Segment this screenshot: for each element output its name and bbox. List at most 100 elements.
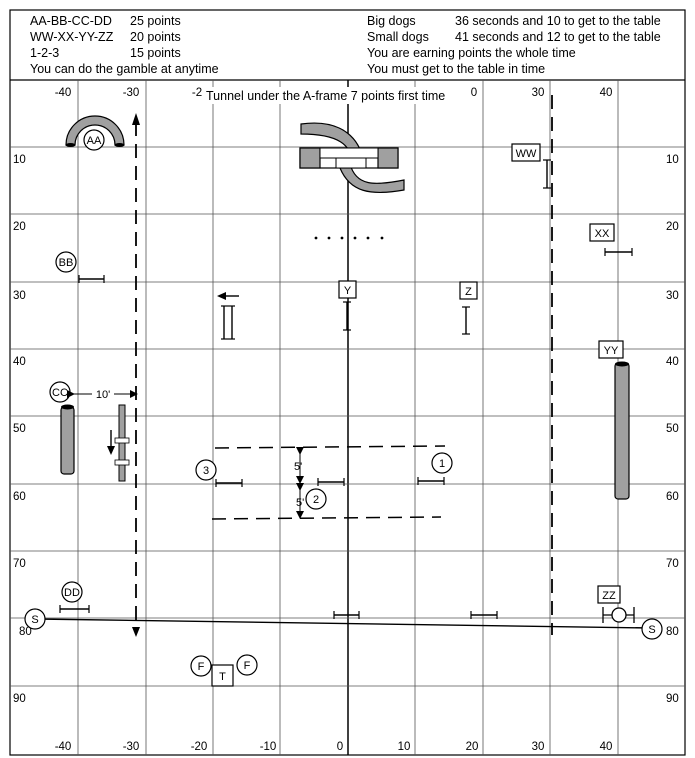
y-tick-label: 70 [666, 558, 679, 570]
marker-y [338, 280, 357, 299]
marker-zz-label: ZZ [602, 590, 616, 602]
marker-ww [511, 143, 541, 162]
pipe-tunnel-cc [60, 406, 75, 475]
x-tick-label: -40 [55, 741, 72, 753]
y-tick-label: 10 [13, 154, 26, 166]
dimension-10ft: 10' [96, 389, 110, 401]
rule-name: 1-2-3 [30, 46, 59, 60]
axis-top-labels: -40 -30 -2 0 30 40 [55, 87, 613, 99]
rule-note: You can do the gamble at anytime [30, 62, 219, 76]
arrow-down-icon [107, 446, 115, 455]
marker-y-label: Y [344, 285, 352, 297]
y-tick-label: 30 [13, 290, 26, 302]
x-tick-label: -40 [55, 87, 72, 99]
weave-poles [114, 404, 130, 482]
marker-1 [431, 452, 453, 474]
marker-3 [195, 459, 217, 481]
time-rule: 41 seconds and 12 to get to the table [455, 30, 661, 44]
y-tick-label: 60 [666, 491, 679, 503]
marker-2-label: 2 [313, 494, 319, 506]
header-right: Big dogs 36 seconds and 10 to get to the… [367, 14, 661, 76]
marker-dd-label: DD [64, 587, 80, 599]
dimension-5ft-a: 5' [294, 461, 302, 473]
x-tick-label: 0 [337, 741, 343, 753]
marker-z-label: Z [465, 286, 472, 298]
marker-f-right-label: F [244, 660, 251, 672]
x-tick-label: 0 [471, 87, 477, 99]
y-tick-label: 20 [666, 221, 679, 233]
marker-s-right [641, 618, 663, 640]
y-tick-label: 90 [666, 693, 679, 705]
arrow-left-icon [217, 292, 226, 300]
marker-bb [55, 251, 77, 273]
marker-3-label: 3 [203, 465, 209, 477]
rule-points: 25 points [130, 14, 181, 28]
x-tick-label: -10 [260, 741, 277, 753]
marker-xx [589, 223, 615, 242]
y-tick-label: 80 [19, 626, 32, 638]
rule-points: 15 points [130, 46, 181, 60]
arrow-up-icon [132, 113, 140, 125]
x-tick-label: 10 [398, 741, 411, 753]
y-tick-label: 70 [13, 558, 26, 570]
header-left: AA-BB-CC-DD 25 points WW-XX-YY-ZZ 20 poi… [30, 14, 219, 76]
table [211, 664, 234, 687]
rule-note: You must get to the table in time [367, 62, 545, 76]
x-tick-label: 30 [532, 741, 545, 753]
x-tick-label: 40 [600, 87, 613, 99]
marker-aa [83, 129, 105, 151]
y-tick-label: 30 [666, 290, 679, 302]
table-label: T [219, 671, 226, 683]
marker-1-label: 1 [439, 458, 445, 470]
a-frame [299, 122, 405, 194]
marker-f-right [236, 654, 258, 676]
marker-z [459, 281, 478, 300]
marker-zz [597, 585, 621, 604]
y-tick-label: 20 [13, 221, 26, 233]
marker-bb-label: BB [59, 257, 74, 269]
tire-jump [602, 607, 635, 623]
x-tick-label: 30 [532, 87, 545, 99]
dimension-5ft-b: 5' [296, 497, 304, 509]
dotted-row [314, 236, 384, 240]
x-tick-label: -2 [192, 87, 202, 99]
double-jump [221, 305, 235, 340]
tunnel-note: Tunnel under the A-frame 7 points first … [206, 89, 445, 103]
marker-ww-label: WW [516, 148, 537, 160]
grid [10, 80, 685, 755]
marker-xx-label: XX [595, 228, 610, 240]
axis-left-labels: 10 20 30 40 50 60 70 80 90 [13, 154, 32, 705]
x-tick-label: -30 [123, 87, 140, 99]
y-tick-label: 50 [666, 423, 679, 435]
y-tick-label: 50 [13, 423, 26, 435]
time-rule: 36 seconds and 10 to get to the table [455, 14, 661, 28]
marker-s-left [24, 608, 46, 630]
dog-size: Small dogs [367, 30, 429, 44]
marker-yy [598, 340, 624, 359]
dog-size: Big dogs [367, 14, 416, 28]
rule-note: You are earning points the whole time [367, 46, 576, 60]
y-tick-label: 60 [13, 491, 26, 503]
tunnel-note-bg [203, 87, 465, 104]
curved-tunnel-aa [65, 115, 125, 147]
x-tick-label: -20 [191, 741, 208, 753]
marker-yy-label: YY [604, 345, 619, 357]
rule-name: WW-XX-YY-ZZ [30, 30, 114, 44]
rule-points: 20 points [130, 30, 181, 44]
marker-dd [61, 581, 83, 603]
x-tick-label: -30 [123, 741, 140, 753]
x-tick-label: 20 [466, 741, 479, 753]
pipe-tunnel-yy [614, 362, 630, 500]
rule-name: AA-BB-CC-DD [30, 14, 112, 28]
y-tick-label: 80 [666, 626, 679, 638]
marker-aa-label: AA [87, 135, 102, 147]
marker-2 [305, 488, 327, 510]
start-finish-line [35, 618, 653, 629]
y-tick-label: 40 [13, 356, 26, 368]
y-tick-label: 10 [666, 154, 679, 166]
marker-f-left [190, 655, 212, 677]
y-tick-label: 90 [13, 693, 26, 705]
marker-s-left-label: S [31, 614, 38, 626]
gamble-box [211, 445, 446, 520]
